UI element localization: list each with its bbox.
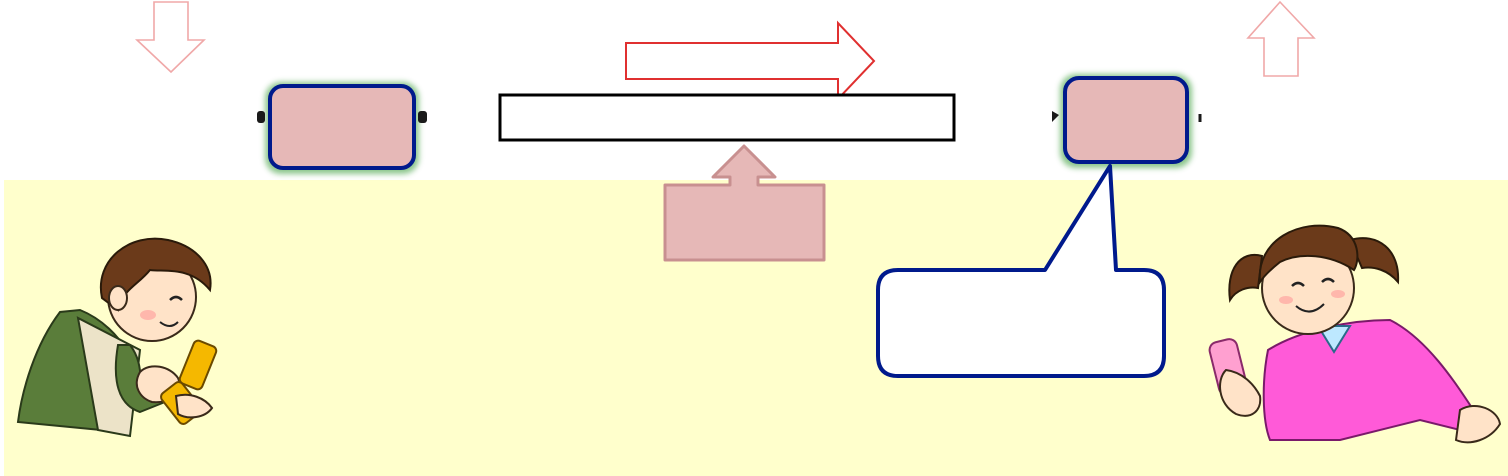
boy-thumb [174,393,214,419]
girl-mouth [1295,303,1325,313]
sender-station-box [268,84,416,170]
arrow-up-icon [1246,0,1316,77]
girl-eye [1291,281,1305,287]
sender-boy-illustration [16,237,218,438]
channel-box [498,93,956,142]
girl-cheek [1279,296,1293,304]
girl-hand [1219,368,1262,417]
input-arrow-icon [663,144,826,262]
boy-ear [108,285,128,311]
boy-cheek [140,310,156,320]
receiver-callout [876,164,1166,378]
receiver-connector-left [1052,111,1059,122]
boy-phone-screen [178,339,218,391]
transmission-arrow-icon [625,20,876,102]
girl-eye [1321,277,1335,283]
boy-mouth [159,321,179,327]
girl-hair-right-pigtail [1348,237,1400,285]
girl-right-hand [1454,405,1502,444]
receiver-girl-illustration [1208,224,1502,444]
boy-eye [169,295,183,301]
girl-hair-top [1258,224,1359,285]
receiver-station-box [1063,76,1189,164]
girl-cheek [1331,290,1345,298]
girl-hair-left-pigtail [1228,253,1264,303]
arrow-down-icon [134,1,206,74]
sender-connector-right [418,111,427,123]
sender-connector-left [257,111,265,123]
receiver-station [1052,74,1202,168]
sender-station [257,82,427,174]
boy-hair [99,237,212,312]
